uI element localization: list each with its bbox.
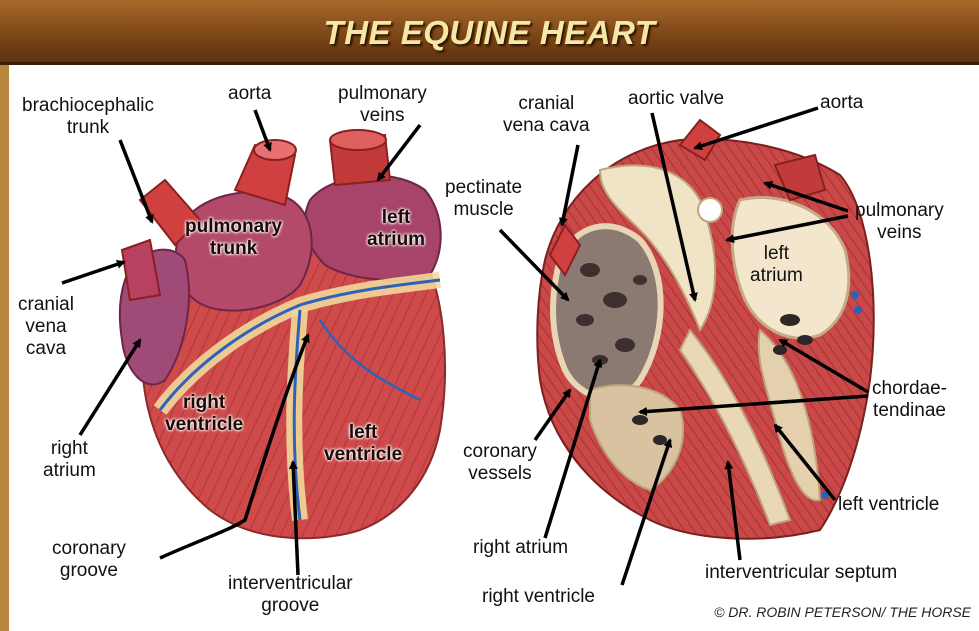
label-pulmonary-trunk: pulmonary trunk (185, 216, 282, 260)
section-heart (537, 120, 873, 539)
label-cranial-vena-cava-section: cranial vena cava (503, 93, 590, 137)
label-coronary-groove: coronary groove (52, 538, 126, 582)
label-aorta: aorta (228, 83, 271, 105)
valve-opening (698, 198, 722, 222)
arrow-brachiocephalic (120, 140, 152, 222)
cranial-vena-cava-shape (122, 240, 160, 300)
label-right-atrium: right atrium (43, 438, 96, 482)
label-brachiocephalic-trunk: brachiocephalic trunk (22, 95, 154, 139)
label-chordae-tendinae: chordae- tendinae (872, 378, 947, 422)
arrow-right-atrium (80, 340, 140, 435)
label-left-ventricle-section: left ventricle (838, 494, 939, 516)
label-left-atrium: left atrium (367, 207, 425, 251)
aorta-opening (254, 140, 296, 160)
arrow-aorta-section (695, 108, 818, 148)
arrow-cranial-vena-cava (62, 262, 124, 283)
label-coronary-vessels: coronary vessels (463, 441, 537, 485)
label-aortic-valve: aortic valve (628, 88, 724, 110)
label-interventricular-septum: interventricular septum (705, 562, 897, 584)
label-right-atrium-section: right atrium (473, 537, 568, 559)
external-heart (120, 130, 445, 538)
label-left-ventricle: left ventricle (324, 422, 402, 466)
label-right-ventricle: right ventricle (165, 392, 243, 436)
label-interventricular-groove: interventricular groove (228, 573, 353, 617)
label-aorta-section: aorta (820, 92, 863, 114)
label-pulmonary-veins-section: pulmonary veins (855, 200, 944, 244)
label-cranial-vena-cava: cranial vena cava (18, 294, 74, 360)
section-vessel-dot (851, 291, 859, 299)
label-left-atrium-section: left atrium (750, 243, 803, 287)
section-vessel-dot (854, 306, 862, 314)
label-pectinate-muscle: pectinate muscle (445, 177, 522, 221)
label-right-ventricle-section: right ventricle (482, 586, 595, 608)
credit-line: © DR. ROBIN PETERSON/ THE HORSE (714, 604, 971, 620)
label-pulmonary-veins: pulmonary veins (338, 83, 427, 127)
pulmonary-vein-opening (330, 130, 386, 150)
